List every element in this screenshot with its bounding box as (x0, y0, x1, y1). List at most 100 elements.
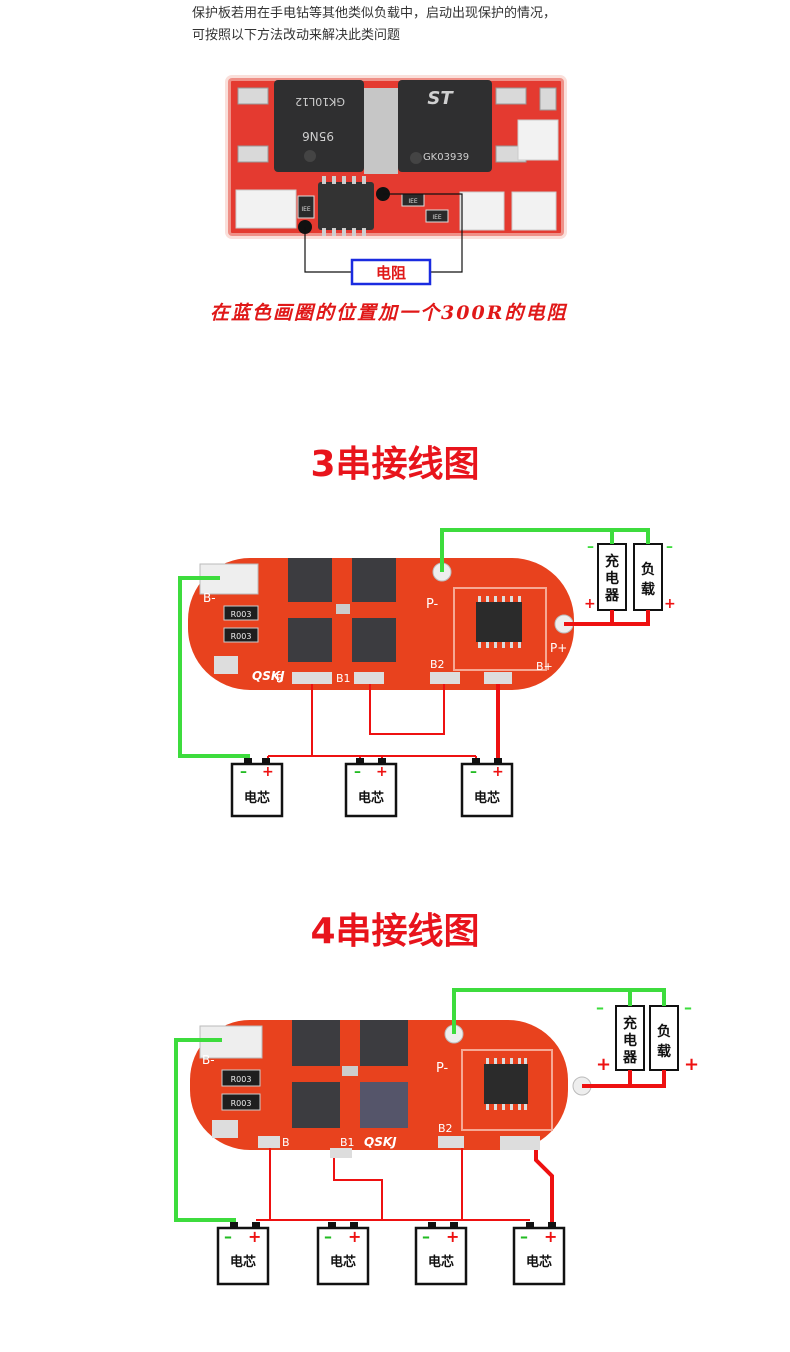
s3-charger-label: 充电器 (604, 553, 620, 604)
s3-resistor (223, 627, 259, 643)
s4-wire-pminus (452, 988, 666, 1034)
s4-pad-label: B (282, 1136, 290, 1149)
top-pad-grid (235, 189, 297, 229)
s4-pad-label: B- (202, 1053, 215, 1067)
wiring-diagram-4s: B- R003 R003 P- P+ QSKJ B B1 B2 B+ – – +… (174, 988, 699, 1286)
top-resistor-mark: IEE (432, 214, 442, 221)
s3-pad (214, 656, 238, 674)
s3-cell-minus: – (240, 764, 247, 780)
note-line-2: 可按照以下方法改动来解决此类问题 (192, 28, 401, 43)
instruction-text: 在蓝色画圈的位置加一个300R的电阻 (210, 302, 568, 324)
top-tab (495, 87, 527, 105)
s4-pad-b2 (438, 1136, 464, 1148)
s3-pad-label: B (276, 672, 284, 685)
top-pad-grid (511, 191, 557, 231)
s4-cell-plus: + (544, 1227, 557, 1246)
s3-cell-minus: – (470, 764, 477, 780)
s3-pad-label: P- (426, 597, 439, 612)
s3-pad-bplus (484, 672, 512, 684)
s3-pad-b (292, 672, 332, 684)
s3-cell-1: – + 电芯 (230, 758, 284, 818)
top-heatsink (364, 88, 398, 174)
s4-cell-3: – + 电芯 (414, 1222, 468, 1286)
s4-cell-minus: – (422, 1227, 430, 1246)
s3-mosfet (352, 558, 396, 602)
s3-resistor (223, 605, 259, 621)
top-mosfet-right-code: GK03939 (423, 152, 469, 163)
s3-mosfet (288, 558, 332, 602)
s4-wire-bplus (534, 1150, 554, 1228)
s3-ic-area (453, 587, 547, 671)
s3-charger-plus: + (584, 596, 596, 612)
top-resistor (425, 209, 449, 223)
s4-resistor-code: R003 (231, 1099, 252, 1108)
s4-pad-label: B2 (438, 1122, 453, 1135)
note-line-1: 保护板若用在手电钻等其他类似负载中，启动出现保护的情况， (192, 6, 557, 21)
s4-pad-label: P+ (566, 1105, 583, 1119)
s4-wire-b1 (333, 1158, 383, 1220)
s3-brand: QSKJ (252, 669, 285, 683)
resistor-label-box (350, 258, 432, 286)
top-mosfet-right (398, 80, 492, 172)
wiring-diagram-3s: B- R003 R003 P- P+ QSKJ B B1 B2 B+ – – +… (178, 528, 676, 818)
top-st-logo: ST (427, 88, 454, 109)
top-mosfet-left (274, 80, 364, 172)
s4-wire-pplus (582, 1070, 666, 1088)
s3-pad-label: P+ (550, 641, 567, 655)
top-tab (539, 87, 557, 111)
s3-cell-3: – + 电芯 (460, 758, 514, 818)
top-mosfet-left-text: GK10L12 (295, 95, 345, 108)
s4-cell-label: 电芯 (330, 1254, 356, 1270)
s4-charger-minus: – (596, 998, 604, 1017)
s3-load-plus: + (664, 596, 676, 612)
resistor-label: 电阻 (376, 264, 406, 282)
s3-mosfet (288, 618, 332, 662)
s3-resistor-code: R003 (231, 632, 252, 641)
s3-cell-minus: – (354, 764, 361, 780)
s3-pad-label: B2 (430, 658, 445, 671)
top-tab (237, 87, 269, 105)
section4-title: 4串接线图 (310, 911, 480, 952)
s4-load-label: 负载 (657, 1023, 671, 1060)
section3-title: 3串接线图 (310, 444, 480, 485)
s4-mosfet (292, 1082, 340, 1128)
s4-resistor-code: R003 (231, 1075, 252, 1084)
s4-pad-label: P- (436, 1061, 449, 1076)
s4-resistor (221, 1069, 261, 1087)
s4-cell-minus: – (520, 1227, 528, 1246)
s4-pad-label: B1 (340, 1136, 355, 1149)
s4-cell-4: – + 电芯 (512, 1222, 566, 1286)
top-resistor-mark: IEE (301, 206, 311, 213)
s3-charger (597, 543, 627, 611)
top-leader-line (383, 193, 463, 273)
s3-pad-b2 (430, 672, 460, 684)
top-ic (318, 182, 374, 230)
s4-load (649, 1005, 679, 1071)
s3-pad-label: B+ (536, 660, 553, 673)
top-tab (237, 145, 269, 163)
s3-wire-pminus (440, 528, 650, 572)
s3-cell-label: 电芯 (474, 790, 500, 806)
s3-charger-minus: – (587, 539, 594, 555)
s4-cell-label: 电芯 (526, 1254, 552, 1270)
s4-cell-1: – + 电芯 (216, 1222, 270, 1286)
s4-controller-ic (484, 1064, 528, 1104)
s4-cell-plus: + (446, 1227, 459, 1246)
top-resistor-mark: IEE (408, 198, 418, 205)
s4-load-plus: + (684, 1054, 699, 1075)
s4-cell-minus: – (224, 1227, 232, 1246)
top-mosfet-left-mark: 95N6 (302, 129, 334, 143)
s3-mosfet (352, 618, 396, 662)
s4-pad-bplus (500, 1136, 540, 1150)
s4-load-minus: – (684, 998, 692, 1017)
s4-cell-label: 电芯 (428, 1254, 454, 1270)
s4-mosfet (292, 1020, 340, 1066)
s3-cell-2: – + 电芯 (344, 758, 398, 818)
s4-pad (212, 1120, 238, 1138)
s4-pad-b (258, 1136, 280, 1148)
s3-wire-pplus (564, 610, 650, 626)
s3-controller-ic (476, 602, 522, 642)
s3-cell-plus: + (376, 764, 388, 780)
top-board-diagram: GK10L12 95N6 ST GK03939 IEE IEE IEE 电阻 (225, 75, 567, 286)
s4-cell-label: 电芯 (230, 1254, 256, 1270)
